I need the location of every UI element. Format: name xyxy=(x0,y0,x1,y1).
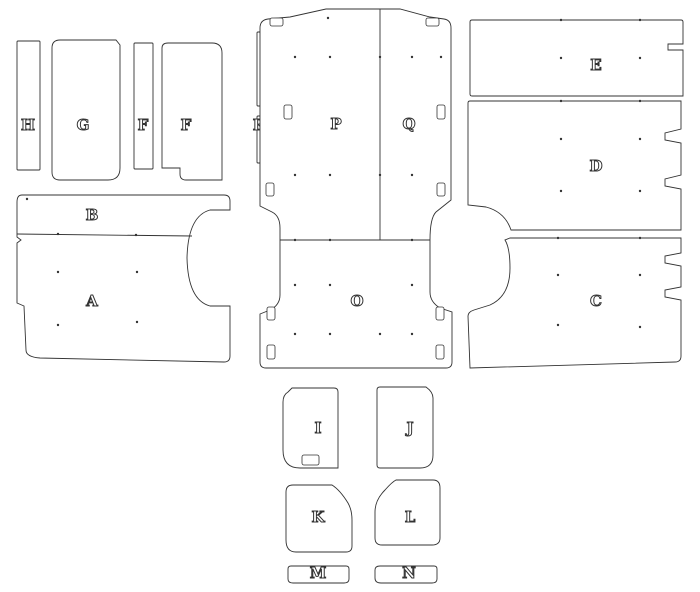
label-m: M xyxy=(310,564,327,582)
panel-f-large: F xyxy=(161,42,223,181)
panel-j: J xyxy=(376,386,434,469)
panel-l: L xyxy=(374,479,441,546)
label-c: C xyxy=(590,292,602,310)
panel-m: M xyxy=(287,564,350,584)
panel-n: N xyxy=(374,564,438,584)
label-l: L xyxy=(405,508,416,526)
label-a: A xyxy=(85,292,98,310)
label-f: F xyxy=(181,116,192,134)
panel-e: E xyxy=(469,18,684,97)
panel-k: K xyxy=(285,484,353,553)
label-g: G xyxy=(77,116,90,134)
label-o: O xyxy=(350,292,363,310)
panel-c: C xyxy=(467,236,682,369)
label-n: N xyxy=(402,564,416,582)
label-f-left: F xyxy=(138,116,149,134)
panel-g: G xyxy=(51,39,121,181)
label-p: P xyxy=(330,115,341,133)
label-h: H xyxy=(21,116,35,134)
label-j: J xyxy=(404,419,413,437)
panel-i: I xyxy=(282,387,339,469)
label-k: K xyxy=(311,508,325,526)
label-q: Q xyxy=(402,115,415,133)
panel-d: D xyxy=(467,99,682,231)
label-i: I xyxy=(314,419,321,437)
panel-h: H xyxy=(16,40,41,171)
panel-a-b: B A xyxy=(16,194,231,363)
panel-f: F xyxy=(133,42,154,170)
label-b: B xyxy=(86,206,99,224)
label-e: E xyxy=(590,56,601,74)
panel-p-q-o: P Q O xyxy=(259,8,453,369)
label-d: D xyxy=(589,157,602,175)
